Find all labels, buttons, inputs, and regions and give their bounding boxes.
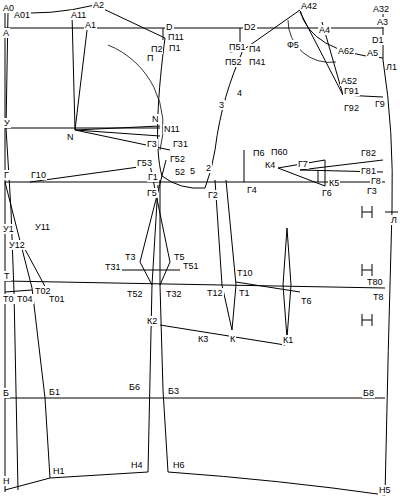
point-label: Б [2, 388, 10, 398]
point-label: Г82 [360, 148, 377, 158]
point-label: П [146, 53, 154, 63]
point-label: Г2 [207, 190, 219, 200]
point-label: 3 [218, 100, 225, 110]
point-label: Т8 [372, 292, 385, 302]
point-label: Б6 [128, 382, 141, 392]
point-label: А62 [337, 46, 355, 56]
point-label: Г91 [343, 86, 360, 96]
point-label: А [2, 28, 10, 38]
point-label: У [3, 118, 11, 128]
point-label: Ф5 [286, 40, 300, 50]
point-label: Т6 [300, 296, 313, 306]
point-label: К5 [328, 178, 340, 188]
point-label: А5 [366, 48, 379, 58]
point-label: П41 [248, 57, 266, 67]
point-label: Г4 [246, 185, 258, 195]
point-label: N [66, 132, 75, 142]
point-label: У11 [34, 222, 51, 232]
point-label: Г6 [321, 188, 333, 198]
point-label: Г9 [374, 99, 386, 109]
point-label: Г53 [136, 158, 153, 168]
point-label: Н4 [130, 460, 144, 470]
point-label: Л [390, 215, 398, 225]
point-label: П1 [168, 43, 181, 53]
point-label: N11 [163, 124, 181, 134]
point-label: А42 [300, 1, 318, 11]
point-label: Т52 [126, 289, 144, 299]
point-label: Т0 [2, 294, 15, 304]
point-label: 52 [174, 167, 186, 177]
point-label: Г7 [297, 159, 309, 169]
point-label: 4 [236, 88, 243, 98]
point-label: Т10 [236, 268, 254, 278]
point-label: Л1 [385, 62, 398, 72]
point-label: Г3 [366, 186, 378, 196]
point-label: Г52 [169, 154, 186, 164]
point-label: А11 [70, 10, 87, 20]
point-label: К2 [146, 316, 158, 326]
point-label: Т01 [48, 294, 66, 304]
point-label: Г10 [30, 170, 47, 180]
point-label: Т1 [238, 288, 251, 298]
point-label: П60 [270, 147, 288, 157]
point-label: К1 [282, 335, 294, 345]
point-label: D2 [243, 22, 257, 32]
point-label: Г81 [360, 166, 377, 176]
point-label: Т12 [206, 288, 224, 298]
point-label: К3 [197, 334, 209, 344]
point-label: П11 [167, 32, 185, 42]
point-label: Т32 [165, 289, 183, 299]
point-label: А1 [84, 20, 97, 30]
point-label: П51 [228, 42, 246, 52]
point-label: П52 [224, 57, 242, 67]
point-label: У1 [2, 224, 15, 234]
point-label: П6 [252, 148, 265, 158]
point-label: Г1 [147, 172, 159, 182]
point-label: К [229, 334, 236, 344]
point-label: Г8 [370, 176, 382, 186]
point-label: Г5 [146, 188, 158, 198]
point-label: А4 [318, 25, 331, 35]
point-label: А01 [13, 10, 31, 20]
point-label: Т80 [366, 277, 384, 287]
point-label: Н1 [52, 466, 66, 476]
point-label: N [151, 114, 160, 124]
point-label: А2 [92, 0, 105, 10]
point-label: D [165, 22, 174, 32]
point-label: D1 [371, 35, 385, 45]
point-label: Т04 [16, 294, 34, 304]
point-label: Г [3, 170, 10, 180]
point-label: Г31 [172, 139, 189, 149]
point-label: Г3 [146, 139, 158, 149]
point-label: А52 [340, 76, 358, 86]
point-label: Н [2, 476, 11, 486]
point-label: А3 [376, 17, 389, 27]
point-label: Т3 [124, 252, 137, 262]
point-label: Т51 [182, 261, 200, 271]
point-label: Б8 [362, 388, 375, 398]
point-label: П4 [248, 44, 261, 54]
point-label: 5 [189, 166, 196, 176]
point-label: 2 [205, 163, 212, 173]
point-label: А32 [372, 4, 390, 14]
point-label: К4 [264, 160, 276, 170]
point-label: Н5 [378, 485, 392, 495]
point-label: Г92 [343, 103, 360, 113]
point-label: Н6 [172, 460, 186, 470]
point-label: У12 [8, 240, 26, 250]
point-label: Т31 [104, 262, 122, 272]
point-label: Т [3, 271, 11, 281]
point-label: Б3 [167, 386, 180, 396]
point-label: Б1 [48, 387, 61, 397]
